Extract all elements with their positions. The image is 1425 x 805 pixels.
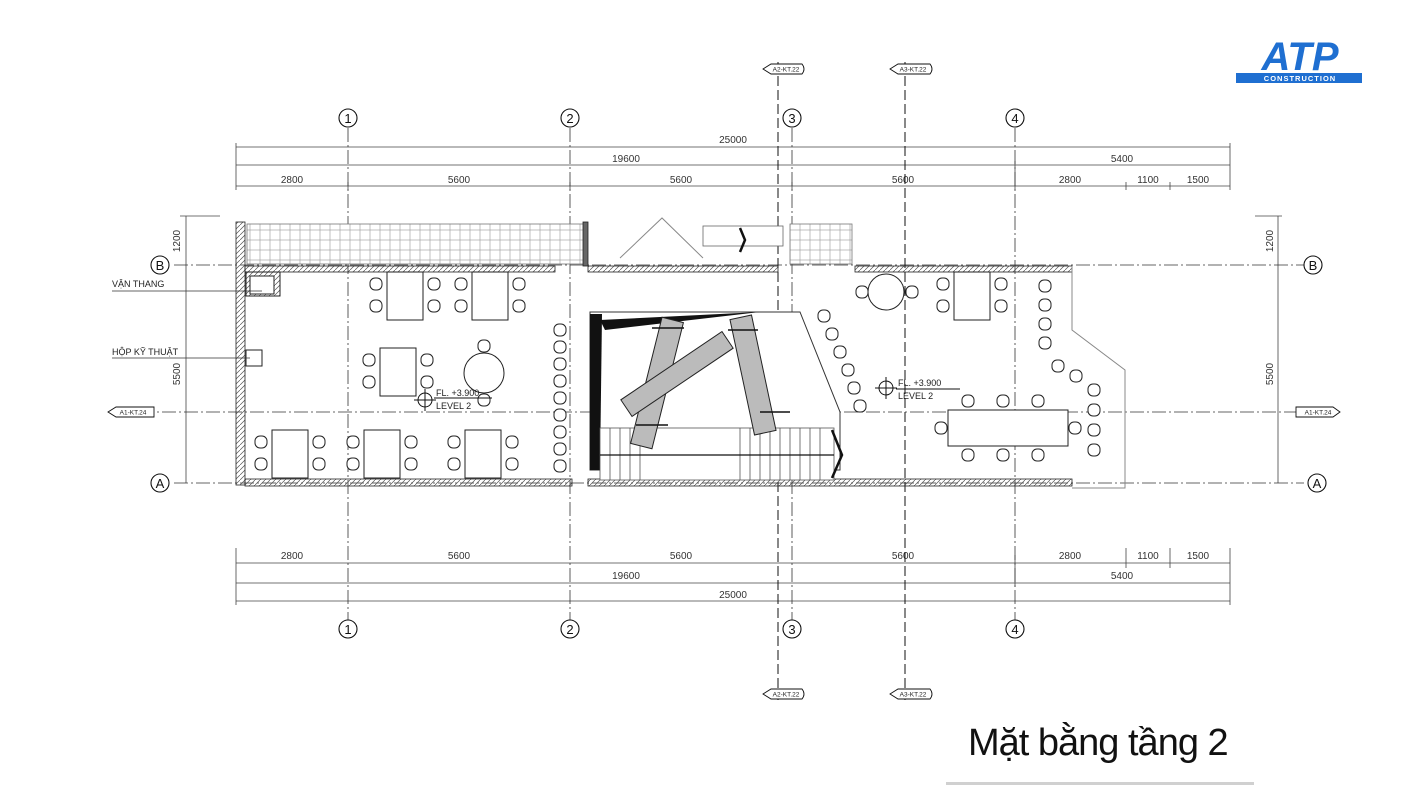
furniture-right — [817, 271, 1101, 462]
dim-bay-bottom: 2800 — [1059, 551, 1082, 562]
grid-row-b-left: B — [156, 258, 165, 273]
dim-bay-top: 5600 — [670, 175, 693, 186]
dim-total-bottom: 25000 — [719, 590, 747, 601]
dim-bay-bottom: 2800 — [281, 551, 304, 562]
grid-row-a-right: A — [1313, 476, 1322, 491]
fl-level-right: FL. +3.900 — [898, 378, 941, 388]
dim-bay-bottom: 5600 — [892, 551, 915, 562]
dim-bay-bottom: 5600 — [670, 551, 693, 562]
top-dimensions — [235, 143, 1231, 190]
grid-col-1-top: 1 — [344, 111, 351, 126]
grid-col-3-bottom: 3 — [788, 622, 795, 637]
dim-bay-top: 5600 — [892, 175, 915, 186]
section-tag-a2-bottom: A2-KT.22 — [773, 692, 800, 699]
section-tags — [107, 63, 1341, 700]
dim-side-right-mid: 5500 — [1265, 362, 1276, 385]
grid-col-2-top: 2 — [566, 111, 573, 126]
atp-logo: ATP CONSTRUCTION — [1236, 35, 1362, 83]
fl-level-left: FL. +3.900 — [436, 388, 479, 398]
furniture-left — [254, 271, 567, 479]
dim-total-top: 25000 — [719, 135, 747, 146]
dim-sub-right-bottom: 5400 — [1111, 571, 1134, 582]
dim-bay-top: 1100 — [1137, 175, 1159, 186]
grid-row-b-right: B — [1309, 258, 1318, 273]
level-name-left: LEVEL 2 — [436, 401, 471, 411]
balcony-tiles — [246, 223, 853, 265]
label-van-thang: VẬN THANG — [112, 279, 164, 289]
stair-arrow-top — [738, 227, 747, 253]
dim-sub-left-top: 19600 — [612, 154, 640, 165]
level-marker-right — [875, 377, 960, 399]
roof-outline — [619, 217, 704, 259]
stair-void — [589, 311, 844, 481]
section-tag-a3-bottom: A3-KT.22 — [900, 692, 927, 699]
dim-bay-top: 1500 — [1187, 175, 1210, 186]
section-tag-a1-right: A1-KT.24 — [1305, 410, 1332, 417]
dim-bay-top: 5600 — [448, 175, 471, 186]
dim-bay-top: 2800 — [281, 175, 304, 186]
dim-side-left-top: 1200 — [172, 229, 183, 252]
side-dimensions — [180, 215, 1282, 483]
section-lines — [777, 62, 906, 700]
grid-col-2-bottom: 2 — [566, 622, 573, 637]
dim-bay-bottom: 1100 — [1137, 551, 1159, 562]
dim-bay-bottom: 1500 — [1187, 551, 1210, 562]
dim-sub-right-top: 5400 — [1111, 154, 1134, 165]
dim-side-left-mid: 5500 — [172, 362, 183, 385]
section-tag-a1-left: A1-KT.24 — [120, 410, 147, 417]
walls — [235, 221, 1073, 487]
bottom-dimensions — [235, 548, 1231, 605]
level-marker-left — [414, 389, 492, 411]
title-underline — [946, 782, 1254, 785]
dim-side-right-top: 1200 — [1265, 229, 1276, 252]
grid-bubbles — [150, 108, 1327, 639]
dim-bay-bottom: 5600 — [448, 551, 471, 562]
grid-col-1-bottom: 1 — [344, 622, 351, 637]
level-name-right: LEVEL 2 — [898, 391, 933, 401]
logo-tagline: CONSTRUCTION — [1264, 74, 1336, 83]
elevator — [245, 271, 281, 297]
dim-sub-left-bottom: 19600 — [612, 571, 640, 582]
grid-row-a-left: A — [156, 476, 165, 491]
logo-name: ATP — [1260, 35, 1338, 79]
grid-col-4-top: 4 — [1011, 111, 1018, 126]
facade-outline — [1071, 266, 1126, 489]
grid-col-4-bottom: 4 — [1011, 622, 1018, 637]
section-tag-a2-top: A2-KT.22 — [773, 67, 800, 74]
dim-bay-top: 2800 — [1059, 175, 1082, 186]
grid-col-3-top: 3 — [788, 111, 795, 126]
label-hop-ky-thuat: HỘP KỸ THUẬT — [112, 347, 179, 357]
drawing-title: Mặt bằng tầng 2 — [968, 722, 1229, 764]
section-tag-a3-top: A3-KT.22 — [900, 67, 927, 74]
